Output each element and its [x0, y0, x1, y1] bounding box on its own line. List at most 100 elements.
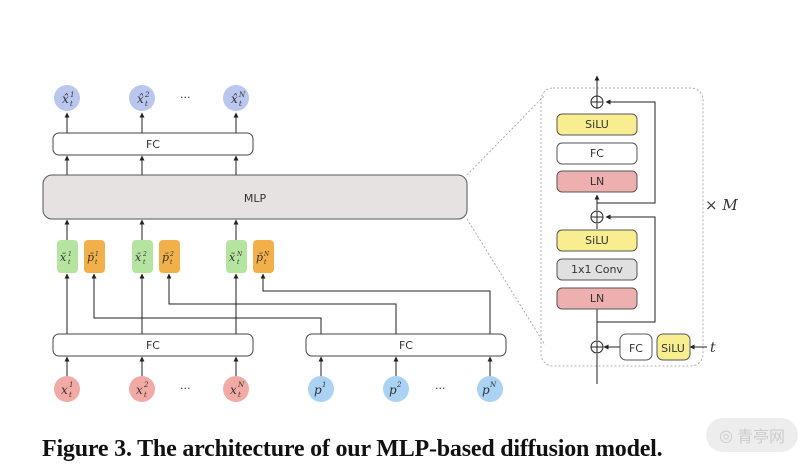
output-node-2-sup: 2 — [144, 91, 150, 99]
output-nodes: x̂ 1 t x̂ 2 t ··· x̂ N t — [54, 85, 249, 111]
upper-silu-label: SiLU — [585, 118, 609, 131]
time-fc-label: FC — [629, 342, 643, 355]
upper-ln-label: LN — [590, 175, 604, 188]
x-token-n-sup: N — [236, 251, 243, 258]
top-fc-block: FC — [52, 132, 254, 156]
lower-silu-label: SiLU — [585, 234, 609, 247]
output-ellipsis: ··· — [180, 91, 191, 104]
bottom-right-fc-label: FC — [399, 339, 413, 352]
arrows-tokens-to-mlp — [64, 219, 239, 240]
block-detail: SiLU FC LN SiLU 1x1 Conv LN — [540, 75, 716, 384]
p-input-2-sup: 2 — [396, 381, 402, 389]
x-input-n-base: x — [230, 383, 237, 397]
bottom-right-fc-block: FC — [305, 333, 507, 357]
p-input-1-sup: 1 — [322, 381, 326, 389]
p-token-n: p̄ N t — [253, 240, 274, 273]
x-inputs-ellipsis: ··· — [180, 382, 191, 395]
figure-caption: Figure 3. The architecture of our MLP-ba… — [42, 436, 663, 462]
p-token-1-sub: t — [95, 259, 98, 266]
x-inputs: x 1 t x 2 t ··· x N t — [54, 376, 249, 402]
mlp-label: MLP — [244, 192, 267, 205]
time-fc-block: FC — [619, 333, 653, 361]
x-input-2-sub: t — [144, 391, 147, 399]
x-token-1-base: x̄ — [60, 251, 67, 264]
x-token-2-sup: 2 — [142, 251, 147, 258]
zoom-guide-lines — [466, 94, 546, 346]
x-input-1-sub: t — [69, 391, 72, 399]
add-op-bottom — [590, 340, 604, 354]
x-input-n: x N t — [223, 376, 249, 402]
lower-ln-label: LN — [590, 292, 604, 305]
p-token-2-sup: 2 — [169, 251, 174, 258]
conv-block: 1x1 Conv — [556, 258, 638, 281]
watermark: ◎ 青亭网 — [706, 418, 798, 452]
output-node-2: x̂ 2 t — [129, 85, 155, 111]
x-input-1-base: x — [61, 383, 68, 397]
bottom-left-fc-block: FC — [52, 333, 254, 357]
lower-ln-block: LN — [556, 287, 638, 310]
arrows-fc-to-outputs — [64, 112, 239, 133]
x-input-2: x 2 t — [129, 376, 155, 402]
x-token-2: x̄ 2 t — [132, 240, 153, 273]
add-op-middle — [590, 210, 604, 224]
output-node-2-sub: t — [145, 100, 148, 108]
output-node-n-sup: N — [238, 91, 246, 99]
p-token-n-sup: N — [263, 251, 270, 258]
output-node-n: x̂ N t — [223, 85, 249, 111]
p-input-n-base: p — [482, 383, 490, 397]
x-token-2-base: x̄ — [135, 251, 142, 264]
output-node-n-sub: t — [239, 100, 242, 108]
p-input-2: p 2 — [383, 376, 409, 402]
upper-fc-block: FC — [556, 142, 638, 165]
x-input-1: x 1 t — [54, 376, 80, 402]
p-token-2-sub: t — [170, 259, 173, 266]
output-node-1-sup: 1 — [70, 91, 74, 99]
x-token-1-sub: t — [68, 259, 71, 266]
p-input-n-sup: N — [489, 381, 497, 389]
bottom-left-fc-label: FC — [146, 339, 160, 352]
p-token-1: p̄ 1 t — [84, 240, 105, 273]
p-input-n: p N — [477, 376, 503, 402]
p-token-1-base: p̄ — [87, 251, 94, 264]
mid-tokens: x̄ 1 t p̄ 1 t x̄ 2 t p̄ 2 t x̄ N t — [57, 240, 274, 273]
upper-silu-block: SiLU — [556, 113, 638, 136]
x-token-2-sub: t — [143, 259, 146, 266]
arrows-mlp-to-fc — [64, 155, 239, 175]
p-token-n-sub: t — [264, 259, 267, 266]
output-node-n-base: x̂ — [231, 92, 238, 106]
x-input-2-base: x — [136, 383, 143, 397]
repeat-label: × M — [705, 196, 738, 214]
time-silu-label: SiLU — [661, 342, 685, 355]
upper-ln-block: LN — [556, 170, 638, 193]
p-token-n-base: p̄ — [256, 251, 263, 264]
arrows-inputs-to-fc — [64, 356, 493, 376]
p-token-2: p̄ 2 t — [159, 240, 180, 273]
x-input-1-sup: 1 — [69, 381, 73, 389]
p-token-1-sup: 1 — [95, 251, 99, 258]
x-token-1-sup: 1 — [68, 251, 72, 258]
watermark-logo-icon: ◎ — [719, 425, 733, 445]
add-op-top — [590, 95, 604, 109]
time-silu-block: SiLU — [656, 333, 691, 361]
block-frame — [540, 87, 704, 367]
p-inputs: p 1 p 2 ··· p N — [308, 376, 503, 402]
output-node-2-base: x̂ — [137, 92, 144, 106]
lower-silu-block: SiLU — [556, 229, 638, 252]
x-token-1: x̄ 1 t — [57, 240, 78, 273]
output-node-1: x̂ 1 t — [54, 85, 80, 111]
p-inputs-ellipsis: ··· — [435, 382, 446, 395]
conv-label: 1x1 Conv — [571, 263, 623, 276]
x-token-n: x̄ N t — [226, 240, 247, 273]
mlp-block: MLP — [42, 174, 468, 220]
x-input-n-sub: t — [238, 391, 241, 399]
time-input-label: t — [710, 340, 716, 356]
p-input-2-base: p — [389, 383, 397, 397]
top-fc-label: FC — [146, 138, 160, 151]
upper-fc-label: FC — [590, 147, 604, 160]
output-node-1-base: x̂ — [62, 92, 69, 106]
p-token-2-base: p̄ — [162, 251, 169, 264]
x-token-n-base: x̄ — [229, 251, 236, 264]
output-node-1-sub: t — [70, 100, 73, 108]
p-input-1: p 1 — [308, 376, 334, 402]
